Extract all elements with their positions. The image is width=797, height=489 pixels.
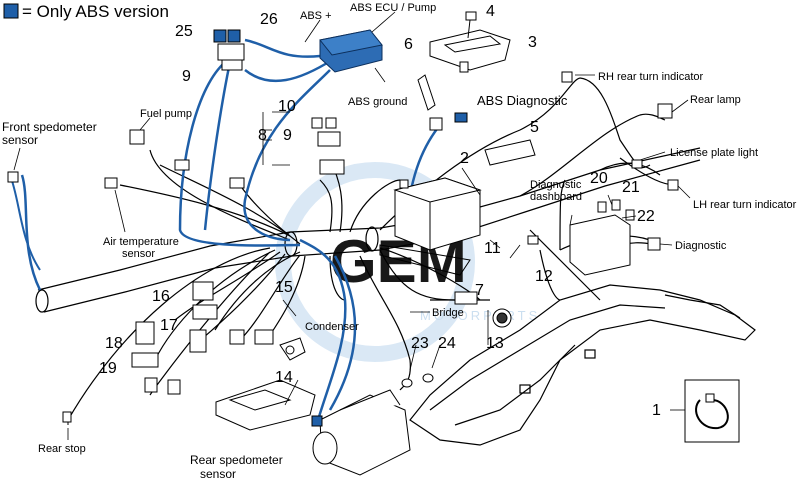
callout-25: 25	[175, 23, 193, 40]
callout-23: 23	[411, 335, 429, 352]
rear-lamp-connector	[657, 103, 673, 119]
clamp-box	[684, 379, 740, 443]
callout-2: 2	[460, 150, 469, 167]
abs-wires	[20, 38, 441, 421]
fuse-box	[215, 379, 316, 431]
leader-lines	[13, 11, 691, 440]
label-rear-speedo-2: sensor	[200, 467, 236, 481]
abs-ecu	[319, 29, 383, 73]
rear-speedo-connector	[311, 415, 323, 427]
fuse-block	[569, 199, 635, 276]
label-abs-ecu: ABS ECU / Pump	[350, 2, 436, 14]
front-sensor-lead	[9, 174, 41, 271]
callout-17: 17	[160, 317, 178, 334]
air-temp-connector	[104, 177, 118, 189]
license-connector	[631, 159, 643, 169]
condenser	[279, 337, 306, 361]
label-bridge: Bridge	[432, 307, 464, 319]
label-front-speedo-2: sensor	[2, 133, 38, 147]
callout-4: 4	[486, 3, 495, 20]
fuse-holder	[492, 308, 512, 328]
label-abs-plus: ABS +	[300, 10, 332, 22]
callout-1: 1	[652, 402, 661, 419]
callout-9b: 9	[283, 127, 292, 144]
label-rear-lamp: Rear lamp	[690, 94, 741, 106]
label-air-temp-1: Air temperature	[103, 236, 179, 248]
screw	[465, 11, 477, 39]
label-abs-ground: ABS ground	[348, 96, 407, 108]
connector-misc-2	[174, 159, 190, 171]
diagnostic-connector	[647, 237, 661, 251]
connector-misc-1	[229, 177, 245, 189]
washer-24	[422, 373, 434, 383]
callout-18: 18	[105, 335, 123, 352]
screw-12	[527, 235, 539, 245]
bracket	[429, 29, 511, 73]
label-air-temp-2: sensor	[122, 248, 155, 260]
legend-swatch	[3, 3, 19, 19]
legend-text: = Only ABS version	[22, 2, 169, 21]
callout-16: 16	[152, 288, 170, 305]
rh-turn-connector	[561, 71, 573, 83]
rear-stop-connector	[62, 411, 72, 423]
clamp	[695, 399, 729, 430]
washer-23	[401, 378, 413, 388]
callout-11: 11	[484, 240, 501, 257]
relays	[131, 281, 274, 395]
battery-support	[379, 244, 471, 276]
callout-3: 3	[528, 34, 537, 51]
callout-26: 26	[260, 11, 278, 28]
label-rear-stop: Rear stop	[38, 443, 86, 455]
lh-turn-connector	[667, 179, 679, 191]
label-license-plate: License plate light	[670, 147, 758, 159]
label-diagnostic: Diagnostic	[675, 240, 727, 252]
abs-relay-block	[213, 29, 245, 71]
callout-8: 8	[258, 127, 267, 144]
fuel-pump-connector	[129, 129, 145, 145]
callout-21: 21	[622, 179, 640, 196]
front-speedo-connector	[7, 171, 19, 183]
strap	[417, 74, 436, 111]
battery	[393, 177, 482, 251]
label-lh-turn: LH rear turn indicator	[693, 199, 797, 211]
starter-motor	[312, 389, 411, 476]
callout-20: 20	[590, 170, 608, 187]
label-abs-diagnostic: ABS Diagnostic	[477, 93, 568, 108]
callout-19: 19	[99, 360, 117, 377]
callout-12: 12	[535, 268, 553, 285]
bridge-fuse	[454, 291, 478, 305]
callout-24: 24	[438, 335, 456, 352]
label-fuel-pump: Fuel pump	[140, 108, 192, 120]
callout-22: 22	[637, 208, 655, 225]
label-rh-turn: RH rear turn indicator	[598, 71, 703, 83]
callout-14: 14	[275, 369, 293, 386]
label-front-speedo-1: Front spedometer	[2, 120, 97, 134]
label-diagnostic-dashboard-1: Diagnostic	[530, 179, 582, 191]
connectors-10	[311, 117, 345, 175]
label-condenser: Condenser	[305, 321, 359, 333]
callout-7: 7	[475, 282, 484, 299]
rear-frame	[409, 284, 756, 446]
label-diagnostic-dashboard-2: dashboard	[530, 191, 582, 203]
callout-15: 15	[275, 279, 293, 296]
pad	[484, 139, 536, 166]
callout-13: 13	[486, 335, 504, 352]
callout-6: 6	[404, 36, 413, 53]
callout-9a: 9	[182, 68, 191, 85]
clamp-head	[705, 393, 715, 403]
label-rear-speedo-1: Rear spedometer	[190, 453, 283, 467]
callout-5: 5	[530, 119, 539, 136]
abs-diag-cap	[454, 112, 468, 123]
callout-10: 10	[278, 98, 296, 115]
abs-diag-connector	[429, 117, 443, 131]
